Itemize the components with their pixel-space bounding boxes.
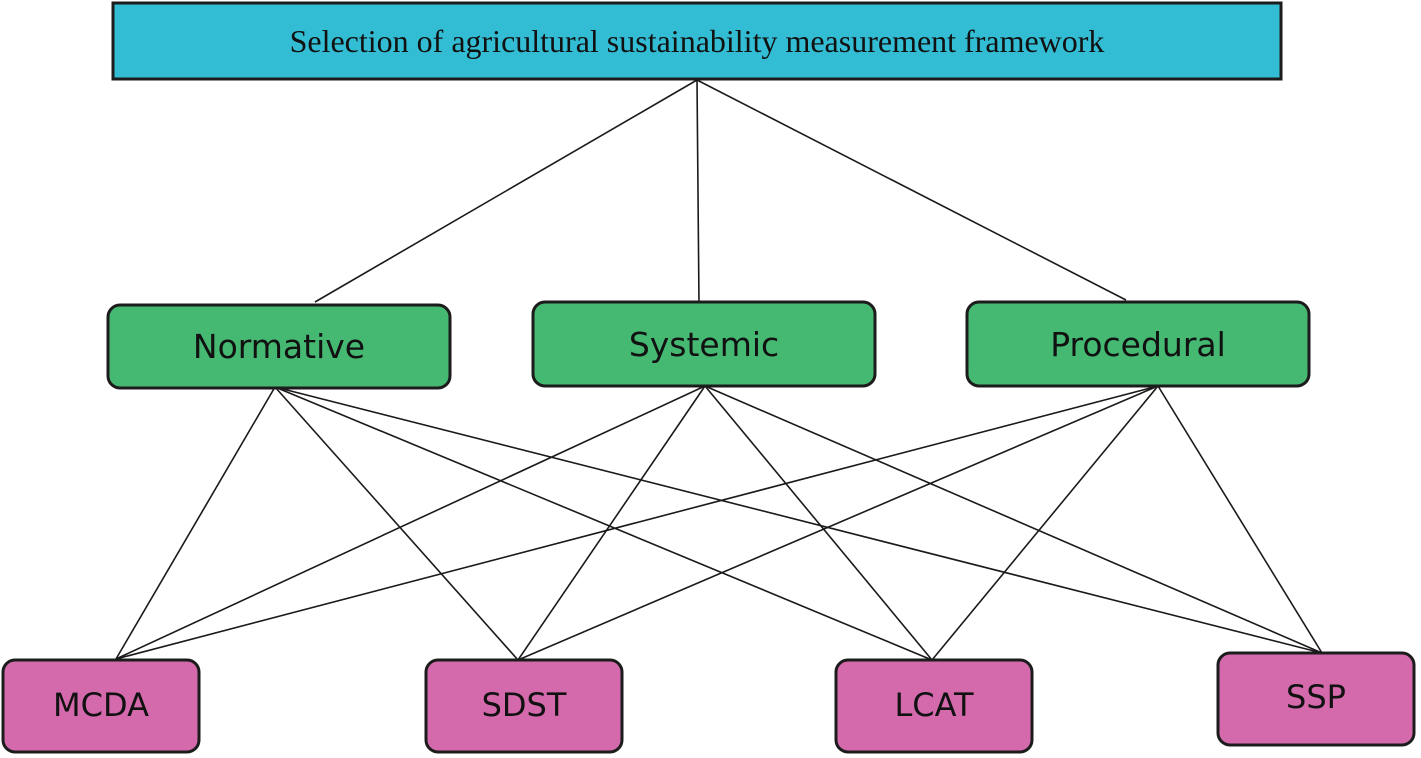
alternative-label-sdst: SDST — [482, 686, 567, 724]
criterion-box-systemic — [531, 300, 877, 388]
connector-procedural-ssp — [1157, 385, 1323, 654]
alternative-box-lcat — [834, 658, 1034, 754]
alternative-label-mcda: MCDA — [53, 686, 149, 724]
alternative-node-ssp: SSP — [1216, 651, 1416, 747]
criterion-box-procedural — [965, 300, 1311, 388]
alternative-node-sdst: SDST — [424, 658, 624, 754]
alternative-box-sdst — [424, 658, 624, 754]
connector-systemic-ssp — [704, 385, 1323, 654]
connector-normative-mcda — [115, 386, 276, 660]
connector-procedural-mcda — [115, 385, 1159, 660]
connector-normative-sdst — [274, 386, 519, 661]
connector-systemic-mcda — [115, 385, 706, 660]
connector-systemic-sdst — [517, 385, 706, 661]
alternative-node-mcda: MCDA — [1, 658, 201, 754]
goal-label: Selection of agricultural sustainability… — [290, 23, 1105, 59]
criterion-label-procedural: Procedural — [1050, 325, 1226, 364]
criterion-node-normative: Normative — [106, 303, 452, 390]
connector-procedural-lcat — [931, 385, 1159, 661]
connector-procedural-sdst — [517, 385, 1159, 661]
connector-goal-normative — [314, 79, 698, 303]
connector-goal-procedural — [696, 79, 1127, 301]
connector-goal-systemic — [696, 79, 700, 306]
alternative-node-lcat: LCAT — [834, 658, 1034, 754]
alternative-box-mcda — [1, 658, 201, 754]
connector-lines — [115, 79, 1323, 661]
criterion-node-systemic: Systemic — [531, 300, 877, 388]
goal-node: Selection of agricultural sustainability… — [111, 1, 1283, 81]
alternative-label-ssp: SSP — [1286, 678, 1346, 716]
connector-normative-lcat — [274, 386, 933, 661]
connector-normative-ssp — [274, 386, 1323, 654]
criterion-label-normative: Normative — [193, 327, 365, 366]
connector-systemic-lcat — [704, 385, 933, 661]
criterion-box-normative — [106, 303, 452, 390]
criterion-label-systemic: Systemic — [629, 325, 779, 364]
criterion-node-procedural: Procedural — [965, 300, 1311, 388]
alternative-label-lcat: LCAT — [894, 686, 974, 724]
goal-box — [111, 1, 1283, 81]
alternative-box-ssp — [1216, 651, 1416, 747]
